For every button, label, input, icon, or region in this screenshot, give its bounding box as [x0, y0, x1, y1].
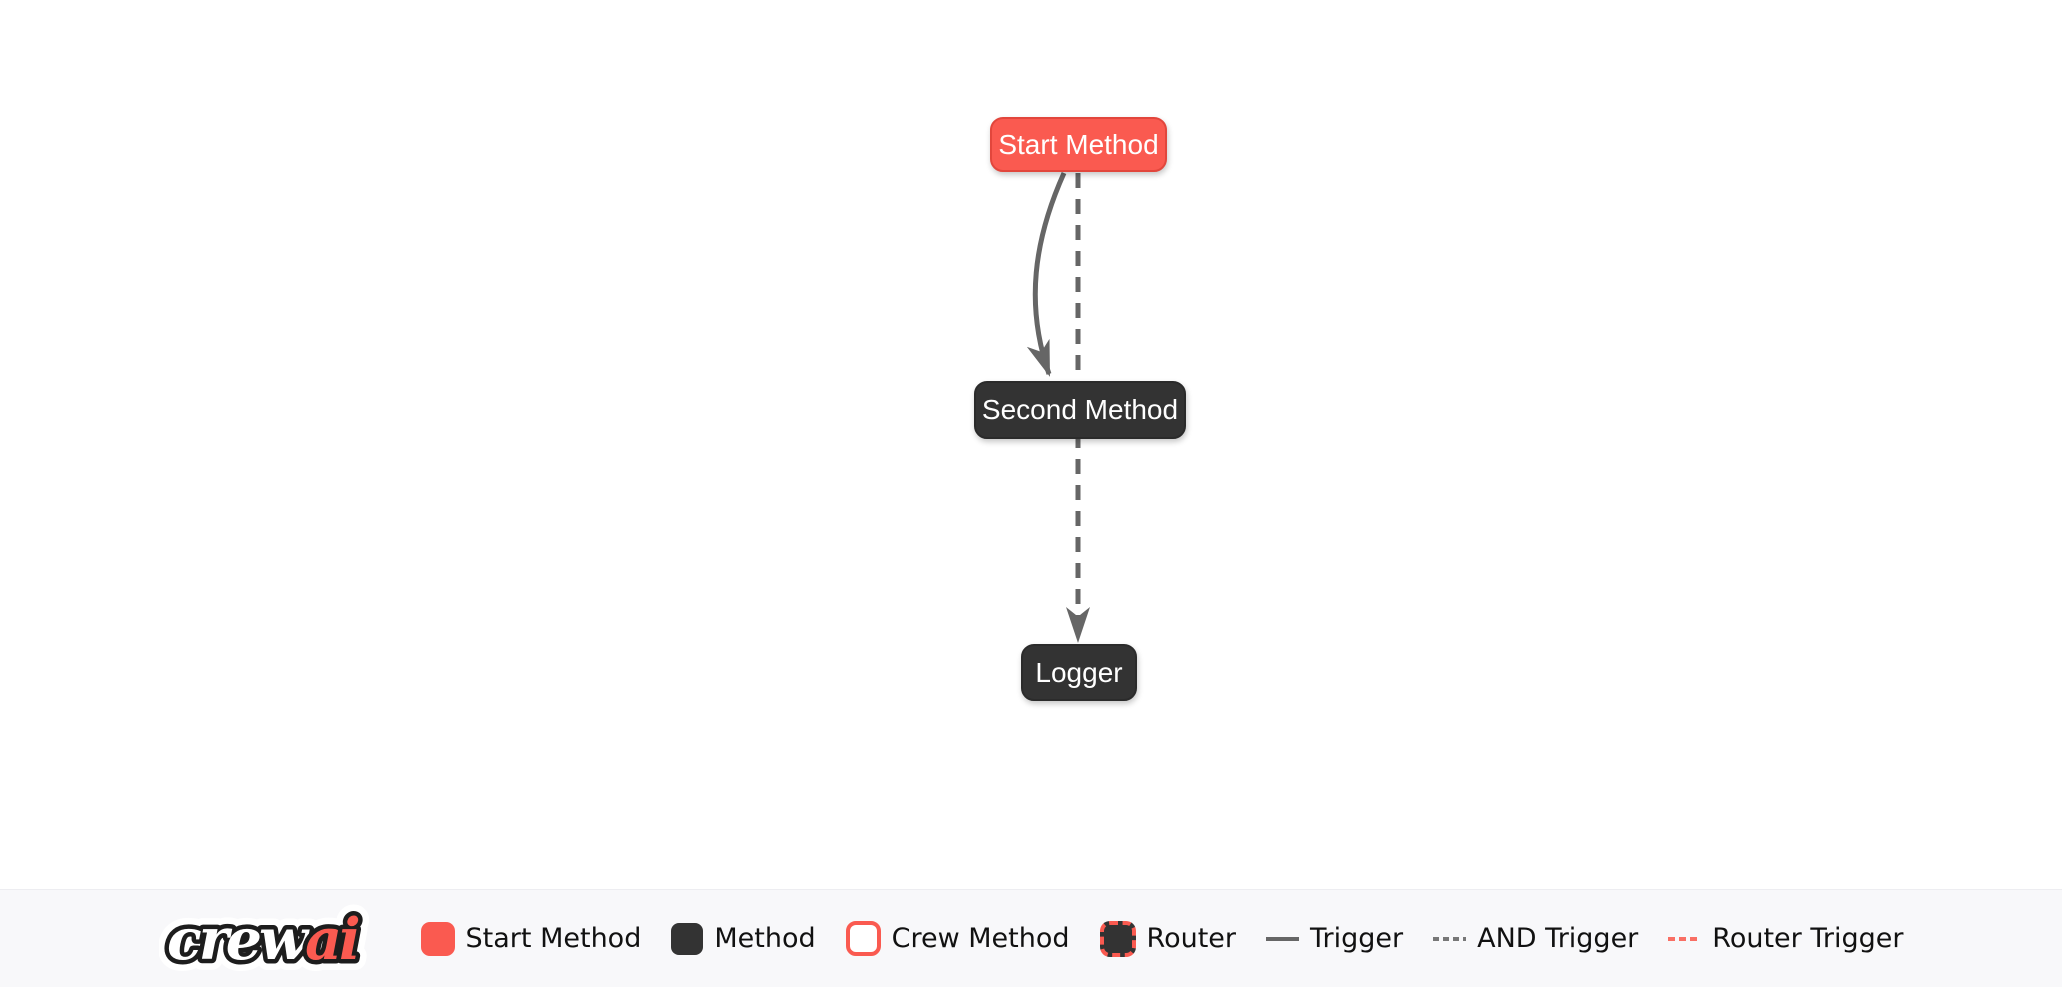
start-method-swatch	[420, 921, 455, 956]
legend-label-router: Router	[1146, 923, 1236, 954]
svg-text:crewai: crewai	[167, 906, 359, 973]
legend-item-and-trigger: AND Trigger	[1433, 923, 1638, 954]
legend-bar: crewai crewai Start Method Method Crew M…	[0, 889, 2062, 987]
edge-trigger-start-to-second	[1026, 171, 1067, 377]
legend-item-start-method: Start Method	[420, 921, 642, 956]
legend-label-trigger: Trigger	[1310, 923, 1404, 954]
and-trigger-line-swatch	[1433, 936, 1467, 941]
flow-canvas[interactable]: Start Method Second Method Logger	[0, 0, 2062, 889]
node-second-method[interactable]: Second Method	[974, 381, 1186, 439]
node-logger-label: Logger	[1035, 656, 1123, 688]
legend-label-and-trigger: AND Trigger	[1477, 923, 1639, 954]
node-logger[interactable]: Logger	[1021, 644, 1137, 701]
flow-edges-layer	[1026, 171, 1090, 643]
legend-item-router-trigger: Router Trigger	[1668, 923, 1903, 954]
legend-item-router: Router	[1099, 920, 1236, 957]
legend-item-trigger: Trigger	[1266, 923, 1403, 954]
legend-content: crewai crewai Start Method Method Crew M…	[159, 897, 1904, 981]
node-start-method[interactable]: Start Method	[990, 117, 1167, 172]
legend-item-crew-method: Crew Method	[845, 921, 1070, 956]
crew-method-swatch	[845, 921, 881, 956]
legend-label-start-method: Start Method	[465, 923, 642, 954]
method-swatch	[671, 922, 704, 955]
legend-label-crew-method: Crew Method	[891, 923, 1070, 954]
legend-label-router-trigger: Router Trigger	[1712, 923, 1904, 954]
logo-crew-text: crew	[167, 906, 310, 973]
legend-label-method: Method	[714, 923, 816, 954]
crewai-logo-image: crewai crewai	[159, 897, 373, 981]
node-start-method-label: Start Method	[998, 128, 1159, 160]
crewai-logo: crewai crewai	[159, 897, 377, 981]
router-trigger-line-swatch	[1668, 936, 1702, 941]
logo-ai-text: ai	[305, 906, 359, 973]
legend-item-method: Method	[671, 922, 816, 955]
router-swatch	[1099, 920, 1136, 957]
node-second-method-label: Second Method	[981, 394, 1179, 425]
trigger-line-swatch	[1266, 936, 1299, 941]
